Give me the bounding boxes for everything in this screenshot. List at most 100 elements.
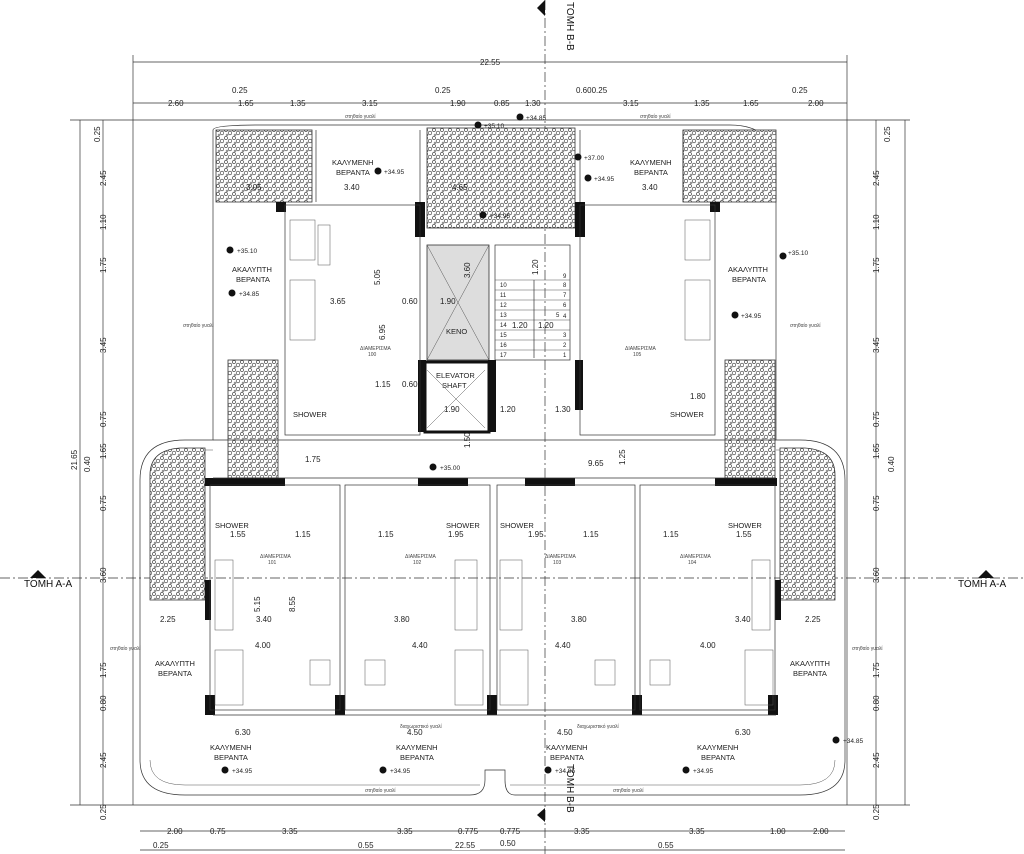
svg-text:ΚΑΛΥΜΕΝΗ: ΚΑΛΥΜΕΝΗ xyxy=(332,158,374,167)
svg-text:ΒΕΡΑΝΤΑ: ΒΕΡΑΝΤΑ xyxy=(158,669,192,678)
svg-text:1.25: 1.25 xyxy=(618,449,627,465)
dim-overall-bottom: 22.55 xyxy=(455,841,476,850)
svg-text:7: 7 xyxy=(563,293,567,299)
svg-text:+34.85: +34.85 xyxy=(526,115,546,122)
svg-text:1: 1 xyxy=(563,353,567,359)
dim-overall-top: 22.55 xyxy=(480,58,501,67)
svg-text:+35.00: +35.00 xyxy=(440,465,460,472)
svg-text:1.00: 1.00 xyxy=(770,827,786,836)
svg-text:10: 10 xyxy=(500,283,507,289)
planter-left-mid xyxy=(227,359,279,479)
section-arrow-right xyxy=(978,570,994,578)
dims-interior: 3.40 3.40 3.05 4.65 5.05 3.65 6.95 1.90 … xyxy=(160,183,821,737)
svg-text:1.15: 1.15 xyxy=(583,530,599,539)
walls xyxy=(205,202,781,715)
svg-text:5.15: 5.15 xyxy=(253,596,262,612)
svg-text:3.35: 3.35 xyxy=(689,827,705,836)
svg-text:ΚΑΛΥΜΕΝΗ: ΚΑΛΥΜΕΝΗ xyxy=(210,743,252,752)
svg-text:SHOWER: SHOWER xyxy=(670,410,704,419)
svg-text:+34.95: +34.95 xyxy=(384,169,404,176)
svg-text:ΒΕΡΑΝΤΑ: ΒΕΡΑΝΤΑ xyxy=(793,669,827,678)
svg-text:SHOWER: SHOWER xyxy=(293,410,327,419)
svg-text:3.60: 3.60 xyxy=(872,567,881,583)
svg-text:+34.85: +34.85 xyxy=(843,738,863,745)
svg-text:2.00: 2.00 xyxy=(167,827,183,836)
svg-text:ΚΑΛΥΜΕΝΗ: ΚΑΛΥΜΕΝΗ xyxy=(546,743,588,752)
svg-text:4.50: 4.50 xyxy=(557,728,573,737)
planter-top-left xyxy=(215,129,313,203)
svg-text:στηθαίο γυαλί: στηθαίο γυαλί xyxy=(613,788,644,794)
svg-text:0.25: 0.25 xyxy=(872,804,881,820)
svg-text:3.35: 3.35 xyxy=(397,827,413,836)
staircase xyxy=(494,244,571,361)
svg-text:+34.95: +34.95 xyxy=(232,768,252,775)
svg-text:1.15: 1.15 xyxy=(663,530,679,539)
svg-text:1.15: 1.15 xyxy=(375,380,391,389)
svg-text:3.05: 3.05 xyxy=(246,183,262,192)
svg-text:+34.95: +34.95 xyxy=(390,768,410,775)
svg-text:0.25: 0.25 xyxy=(232,86,248,95)
svg-text:4: 4 xyxy=(563,314,567,320)
svg-text:3.15: 3.15 xyxy=(362,99,378,108)
svg-text:100: 100 xyxy=(368,352,377,358)
svg-text:1.80: 1.80 xyxy=(690,392,706,401)
planter-lower-right xyxy=(779,447,836,601)
svg-text:στηθαίο γυαλί: στηθαίο γυαλί xyxy=(345,114,376,120)
svg-text:2.45: 2.45 xyxy=(872,752,881,768)
section-arrow-top xyxy=(537,0,545,16)
section-arrow-bottom xyxy=(537,808,545,822)
svg-text:3.60: 3.60 xyxy=(99,567,108,583)
svg-text:104: 104 xyxy=(688,560,697,566)
svg-text:0.600.25: 0.600.25 xyxy=(576,86,608,95)
svg-text:στηθαίο γυαλί: στηθαίο γυαλί xyxy=(110,646,141,652)
svg-text:0.40: 0.40 xyxy=(83,456,92,472)
svg-text:1.65: 1.65 xyxy=(238,99,254,108)
svg-text:1.35: 1.35 xyxy=(290,99,306,108)
svg-text:0.775: 0.775 xyxy=(500,827,521,836)
svg-text:ΔΙΑΜΕΡΙΣΜΑ: ΔΙΑΜΕΡΙΣΜΑ xyxy=(360,346,392,352)
svg-text:1.90: 1.90 xyxy=(444,405,460,414)
svg-text:4.65: 4.65 xyxy=(452,183,468,192)
svg-text:SHOWER: SHOWER xyxy=(728,521,762,530)
svg-text:4.40: 4.40 xyxy=(412,641,428,650)
svg-text:ΒΕΡΑΝΤΑ: ΒΕΡΑΝΤΑ xyxy=(400,753,434,762)
svg-text:ΒΕΡΑΝΤΑ: ΒΕΡΑΝΤΑ xyxy=(550,753,584,762)
svg-text:ΚΑΛΥΜΕΝΗ: ΚΑΛΥΜΕΝΗ xyxy=(697,743,739,752)
svg-text:1.75: 1.75 xyxy=(305,455,321,464)
svg-text:+34.85: +34.85 xyxy=(239,291,259,298)
svg-text:2.00: 2.00 xyxy=(808,99,824,108)
svg-text:0.25: 0.25 xyxy=(883,126,892,142)
svg-text:5.05: 5.05 xyxy=(373,269,382,285)
svg-text:0.80: 0.80 xyxy=(99,695,108,711)
svg-text:1.75: 1.75 xyxy=(99,662,108,678)
svg-text:1.30: 1.30 xyxy=(555,405,571,414)
dims-left: 0.25 2.45 1.10 1.75 3.45 0.75 1.65 0.40 … xyxy=(83,126,108,820)
svg-text:2.45: 2.45 xyxy=(99,170,108,186)
svg-text:1.10: 1.10 xyxy=(872,214,881,230)
svg-text:3.60: 3.60 xyxy=(463,262,472,278)
interior-partitions xyxy=(209,130,776,716)
svg-text:13: 13 xyxy=(500,313,507,319)
svg-text:0.75: 0.75 xyxy=(99,495,108,511)
svg-text:16: 16 xyxy=(500,343,507,349)
svg-text:διαχωριστικό γυαλί: διαχωριστικό γυαλί xyxy=(577,723,620,730)
svg-text:SHOWER: SHOWER xyxy=(500,521,534,530)
svg-text:+34.95: +34.95 xyxy=(741,313,761,320)
svg-text:2.25: 2.25 xyxy=(160,615,176,624)
svg-text:0.25: 0.25 xyxy=(153,841,169,850)
svg-text:0.25: 0.25 xyxy=(435,86,451,95)
section-label-b-bottom: TOMH B-B xyxy=(564,764,575,813)
svg-text:1.90: 1.90 xyxy=(440,297,456,306)
svg-text:ΔΙΑΜΕΡΙΣΜΑ: ΔΙΑΜΕΡΙΣΜΑ xyxy=(680,554,712,560)
svg-text:1.65: 1.65 xyxy=(872,443,881,459)
section-arrow-left xyxy=(30,570,46,578)
dims-bottom: 2.00 0.75 3.35 3.35 0.775 0.775 3.35 3.3… xyxy=(153,827,829,850)
svg-text:1.55: 1.55 xyxy=(230,530,246,539)
svg-text:0.55: 0.55 xyxy=(658,841,674,850)
svg-text:1.30: 1.30 xyxy=(525,99,541,108)
svg-text:ΒΕΡΑΝΤΑ: ΒΕΡΑΝΤΑ xyxy=(701,753,735,762)
svg-text:6.95: 6.95 xyxy=(378,324,387,340)
svg-text:+34.95: +34.95 xyxy=(555,768,575,775)
svg-text:1.65: 1.65 xyxy=(99,443,108,459)
planter-top-right xyxy=(682,129,777,203)
